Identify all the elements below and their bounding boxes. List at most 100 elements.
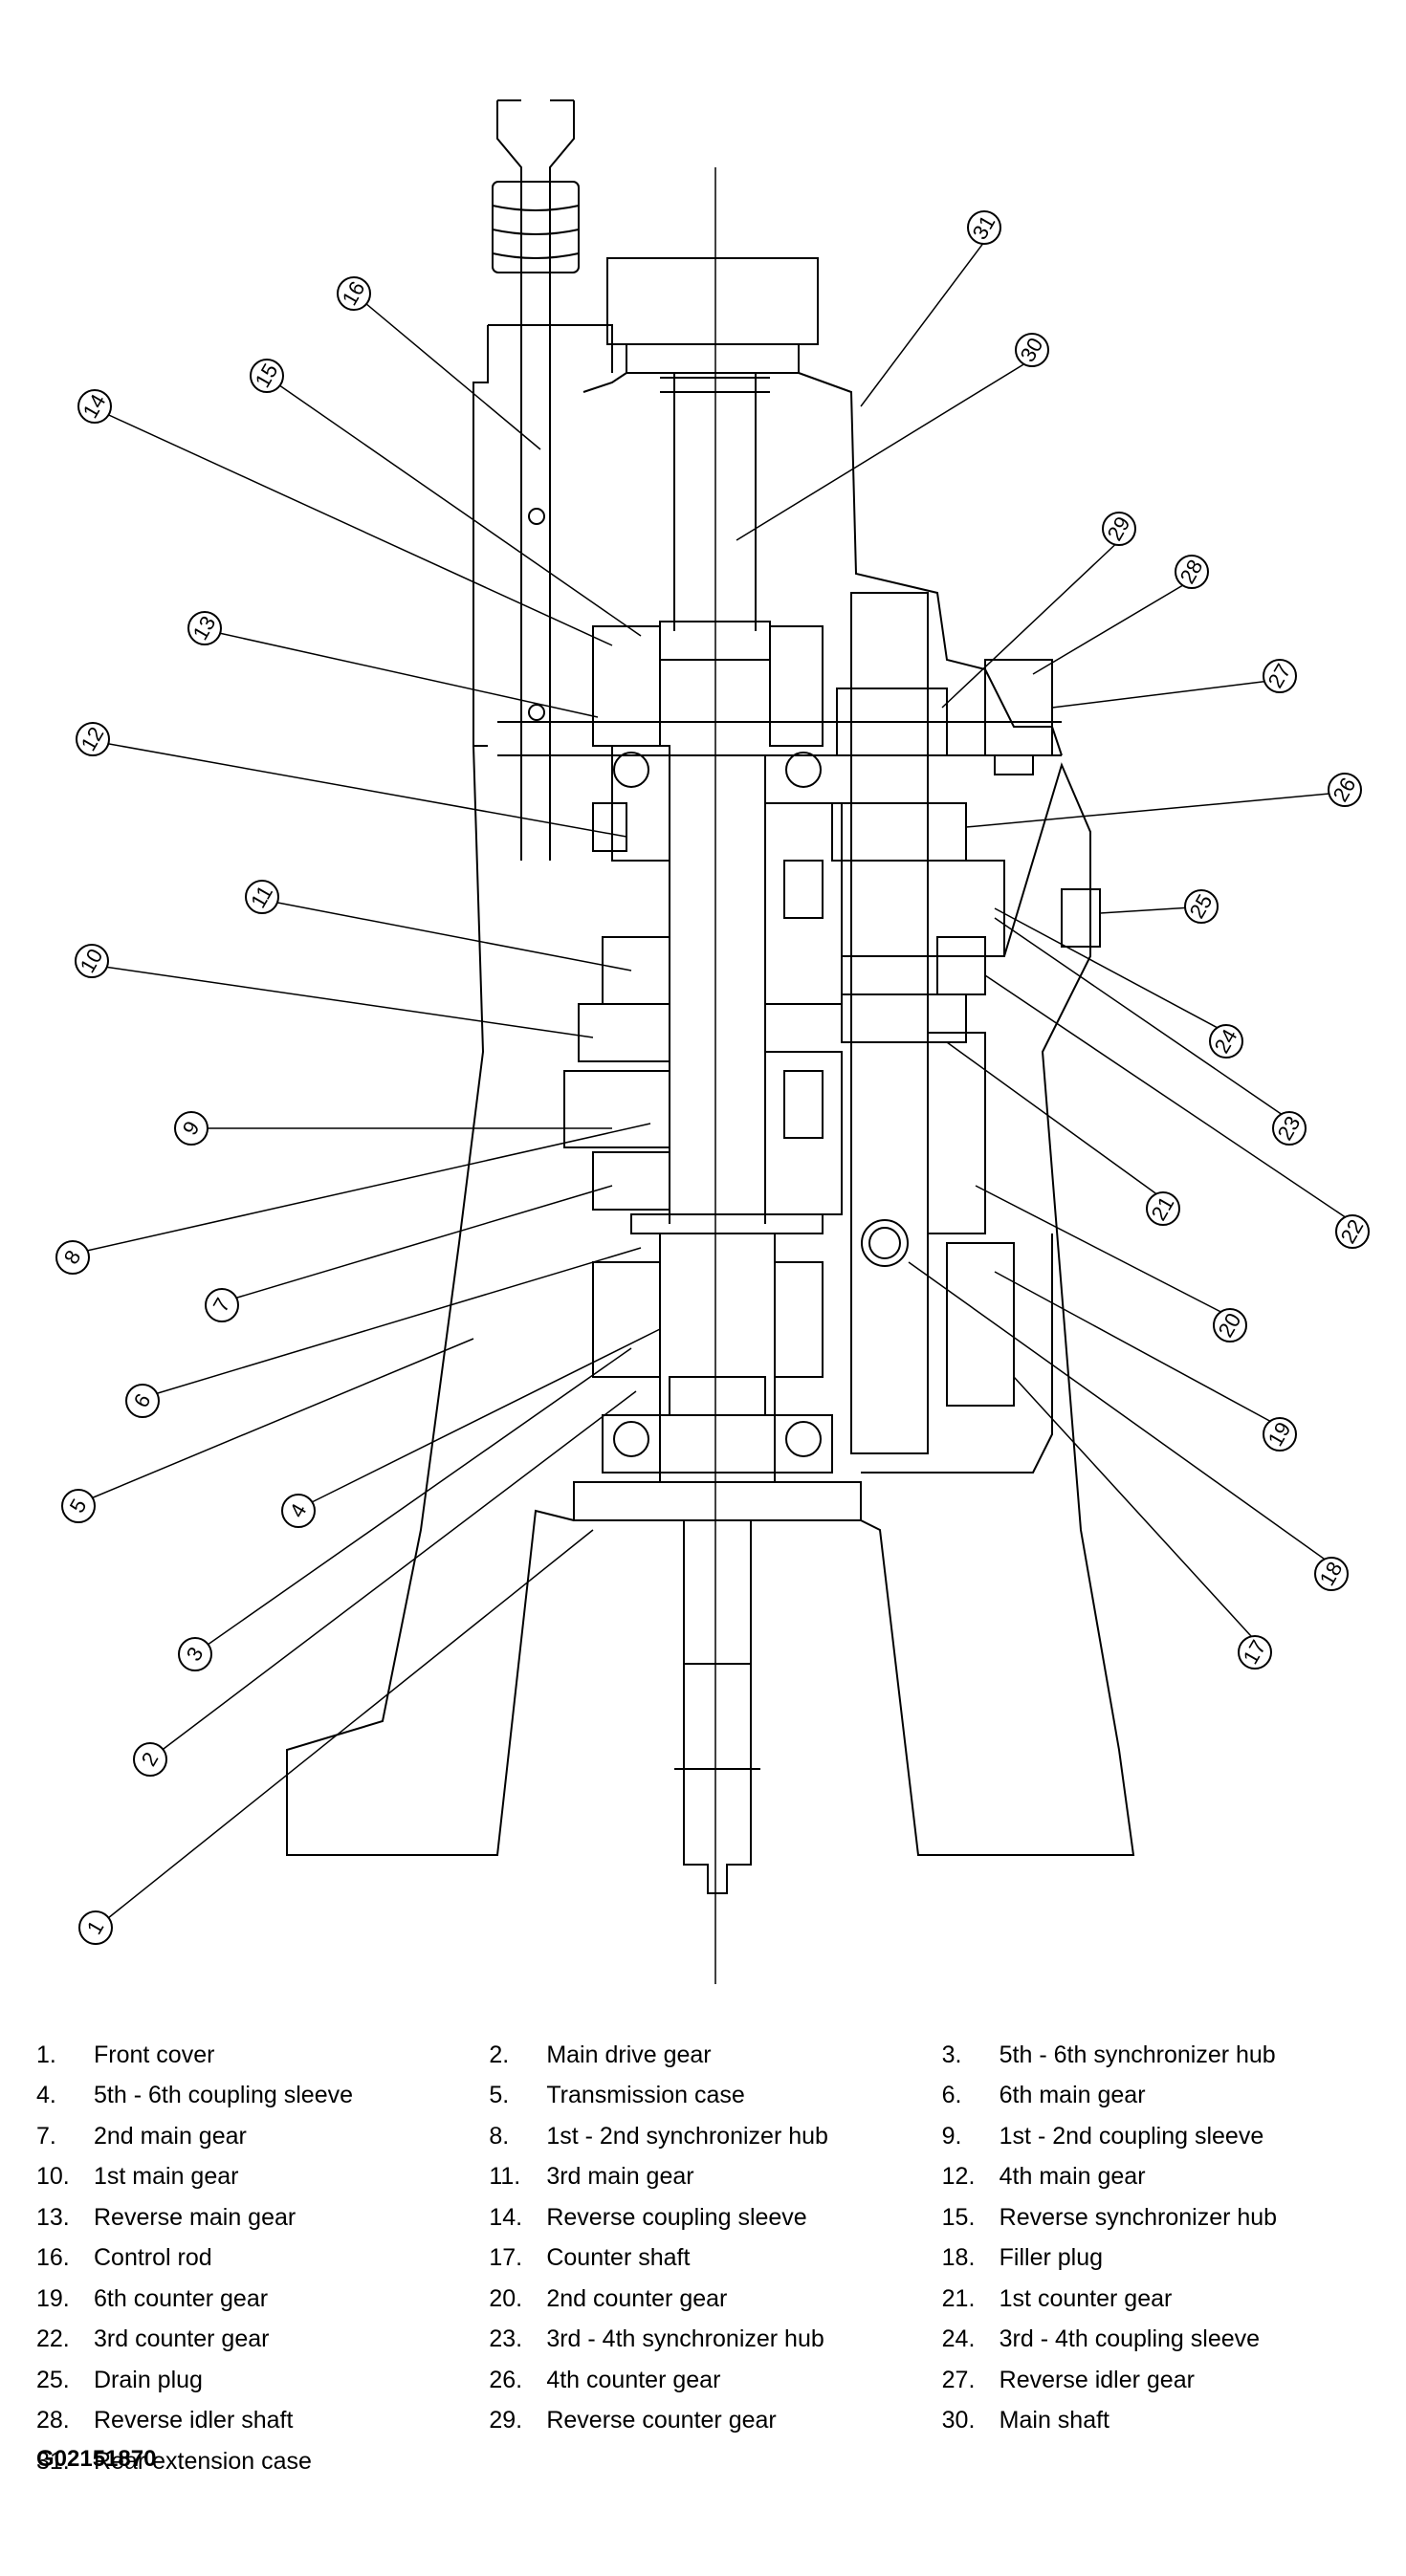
callout-12: 12 [76, 722, 110, 756]
sync-3-4 [841, 860, 1005, 957]
callout-circle [245, 880, 279, 914]
legend-label: Reverse idler gear [999, 2366, 1195, 2393]
legend-number: 7. [36, 2122, 56, 2150]
callout-circle [77, 389, 112, 424]
legend-label: 6th counter gear [94, 2284, 269, 2312]
legend-label: Reverse counter gear [546, 2407, 777, 2434]
legend-item: 9. 1st - 2nd coupling sleeve [942, 2123, 1395, 2150]
legend-item: 8. 1st - 2nd synchronizer hub [489, 2123, 941, 2150]
legend-label: 3rd main gear [546, 2163, 694, 2191]
legend-number: 25. [36, 2366, 70, 2393]
callout-circle [1328, 773, 1362, 807]
legend-item: 25.Drain plug [36, 2367, 489, 2394]
drain-plug [1061, 888, 1101, 948]
legend-number: 20. [489, 2284, 523, 2312]
callout-circle [61, 1489, 96, 1523]
legend-label: Reverse idler shaft [94, 2407, 294, 2434]
legend-number: 27. [941, 2366, 976, 2393]
legend-number: 9. [941, 2122, 962, 2150]
leader-11 [267, 900, 632, 971]
legend-item: 18.Filler plug [942, 2244, 1395, 2272]
callout-circle [178, 1637, 212, 1671]
legend-label: 1st - 2nd synchronizer hub [546, 2122, 828, 2150]
legend-item: 21.1st counter gear [942, 2285, 1395, 2313]
legend-label: 2nd main gear [94, 2122, 247, 2150]
legend-item: 14.Reverse coupling sleeve [489, 2204, 941, 2232]
legend-label: 5th - 6th synchronizer hub [999, 2041, 1276, 2068]
legend-label: Main shaft [999, 2407, 1109, 2434]
legend-item: 26.4th counter gear [489, 2367, 941, 2394]
legend-number: 6. [941, 2082, 962, 2109]
legend-number: 28. [36, 2407, 70, 2434]
callout-30: 30 [1015, 333, 1049, 367]
legend-item: 5.Transmission case [489, 2082, 941, 2109]
legend-item: 3. 5th - 6th synchronizer hub [942, 2041, 1395, 2069]
legend-label: Reverse synchronizer hub [999, 2203, 1278, 2231]
callout-18: 18 [1314, 1557, 1349, 1591]
callout-24: 24 [1209, 1024, 1243, 1059]
third-main-gear [602, 936, 670, 1005]
callout-circle [1272, 1111, 1307, 1146]
legend-number: 2. [489, 2041, 510, 2068]
legend-item: 27. Reverse idler gear [942, 2367, 1395, 2394]
legend-item: 22.3rd counter gear [36, 2325, 489, 2353]
callout-6: 6 [125, 1384, 160, 1418]
legend-number: 29. [489, 2407, 523, 2434]
transmission-cross-section-diagram: 1234567891011121314151617181920212223242… [55, 99, 1370, 1984]
callout-circle [76, 722, 110, 756]
leader-13 [209, 630, 599, 718]
legend-item: 19.6th counter gear [36, 2285, 489, 2313]
callout-circle [125, 1384, 160, 1418]
legend-item: 30.Main shaft [942, 2407, 1395, 2434]
legend-label: 3rd - 4th coupling sleeve [999, 2325, 1261, 2353]
callout-circle [55, 1240, 90, 1275]
callout-circle [1175, 555, 1209, 589]
legend-label: Control rod [94, 2244, 212, 2272]
legend-item: 16.Control rod [36, 2244, 489, 2272]
sync-5-6 [592, 1261, 661, 1378]
legend-label: 3rd counter gear [94, 2325, 270, 2353]
legend-label: Counter shaft [546, 2244, 691, 2272]
callout-19: 19 [1263, 1417, 1297, 1452]
rear-extension-flange [606, 257, 819, 345]
filler-plug [861, 1219, 909, 1267]
main-shaft-upper [673, 373, 757, 631]
callout-17: 17 [1238, 1635, 1272, 1670]
callout-circle [1146, 1191, 1180, 1226]
transmission-case-right [860, 762, 1135, 1856]
legend-number: 31. [36, 2447, 70, 2475]
counter-shaft [850, 592, 929, 1454]
callout-circle [1184, 889, 1219, 924]
legend-item: 29. Reverse counter gear [489, 2407, 941, 2434]
legend-item: 2. Main drive gear [489, 2041, 941, 2069]
leader-18 [908, 1261, 1338, 1569]
leader-5 [83, 1338, 474, 1502]
callout-circle [1263, 659, 1297, 693]
legend-row: 31.Rear extension case [36, 2441, 1395, 2482]
legend-label: 3rd - 4th synchronizer hub [546, 2325, 824, 2353]
callout-31: 31 [967, 210, 1001, 245]
callout-22: 22 [1335, 1214, 1370, 1249]
legend-item: 12.4th main gear [942, 2163, 1395, 2191]
callout-circle [1213, 1308, 1247, 1343]
leader-14 [99, 410, 613, 646]
leader-8 [77, 1123, 651, 1254]
legend-label: Main drive gear [546, 2041, 712, 2068]
legend-item: 6.6th main gear [942, 2082, 1395, 2109]
leader-30 [736, 355, 1039, 541]
main-drive-shaft [659, 1233, 776, 1482]
legend-label: 1st - 2nd coupling sleeve [999, 2122, 1264, 2150]
legend-row: 28. Reverse idler shaft 29. Reverse counter… [36, 2401, 1395, 2442]
legend-number: 8. [489, 2122, 510, 2150]
legend-number: 3. [941, 2041, 962, 2068]
legend-item: 1.Front cover [36, 2041, 489, 2069]
legend-number: 21. [941, 2284, 976, 2312]
callout-11: 11 [245, 880, 279, 914]
leader-22 [984, 974, 1359, 1227]
callout-circle [1015, 333, 1049, 367]
legend-label: 2nd counter gear [546, 2284, 728, 2312]
